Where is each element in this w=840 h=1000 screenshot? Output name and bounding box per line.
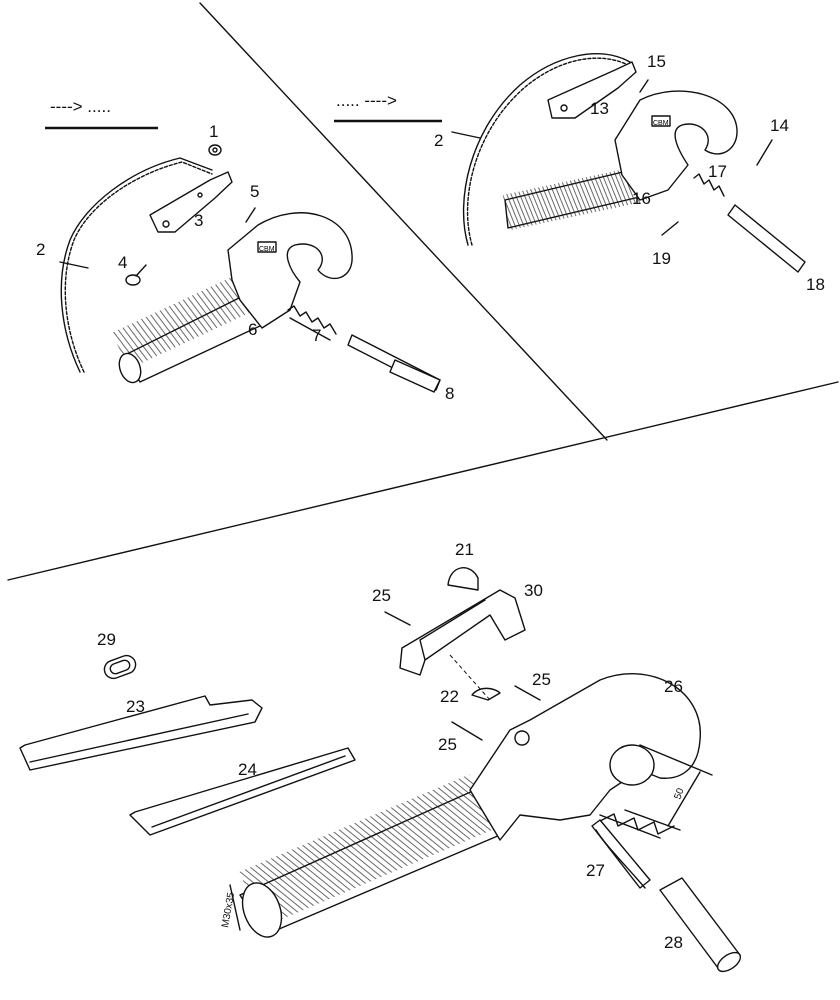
- hook-assembly-upper: CBM: [111, 212, 353, 384]
- legend-variant-b: ..... ---->: [336, 91, 397, 110]
- divider-diagonal: [199, 2, 608, 441]
- callout-21: 21: [455, 540, 474, 559]
- callout-13: 13: [590, 99, 609, 118]
- callout-3: 3: [194, 211, 203, 230]
- callout-22: 22: [440, 687, 459, 706]
- spring-clip-part: [471, 687, 501, 701]
- callout-16: 16: [632, 189, 651, 208]
- hook-assembly-lower: [239, 673, 701, 938]
- callout-2b: 2: [434, 131, 443, 150]
- pin-part-b: [639, 79, 649, 93]
- callout-2a: 2: [36, 240, 45, 259]
- spring-27-part: [591, 813, 675, 889]
- callout-14: 14: [770, 116, 789, 135]
- callout-28: 28: [664, 933, 683, 952]
- svg-text:CBM: CBM: [259, 246, 275, 253]
- dimension-marker: 50: [624, 744, 713, 831]
- release-pin-18-part: [727, 204, 806, 273]
- svg-text:M30x35: M30x35: [220, 891, 237, 928]
- callout-25a: 25: [372, 586, 391, 605]
- callout-29: 29: [97, 630, 116, 649]
- lever-bracket-part: [399, 589, 526, 676]
- chain-part-b: [451, 53, 631, 246]
- wire-bracket-24: [129, 747, 356, 836]
- svg-text:50: 50: [672, 786, 686, 801]
- spring-part: [287, 305, 337, 341]
- callout-27: 27: [586, 861, 605, 880]
- pin-part: [245, 207, 256, 223]
- svg-text:CBM: CBM: [653, 120, 669, 127]
- bolt-part: [125, 264, 147, 286]
- pin-14-part: [756, 139, 773, 166]
- spring-17-part: [693, 173, 725, 197]
- clip-19-part: [661, 221, 679, 236]
- wire-bracket-23: [19, 695, 263, 771]
- release-pin-part: [347, 334, 441, 393]
- callout-4: 4: [118, 253, 127, 272]
- pin-25b-part: [514, 685, 541, 701]
- callout-6: 6: [248, 320, 257, 339]
- callout-25b: 25: [532, 670, 551, 689]
- callout-18: 18: [806, 275, 825, 294]
- hook-assembly-upper-b: CBM: [502, 90, 738, 231]
- d-ring-part: [447, 567, 479, 591]
- callout-30: 30: [524, 581, 543, 600]
- dash-guide: [449, 654, 491, 701]
- divider-lower: [7, 381, 839, 581]
- callout-19: 19: [652, 249, 671, 268]
- callout-1: 1: [209, 122, 218, 141]
- callout-8: 8: [445, 384, 454, 403]
- callout-26: 26: [664, 677, 683, 696]
- pin-25c-part: [451, 721, 483, 741]
- bracket-part: [149, 171, 233, 233]
- callout-24: 24: [238, 760, 257, 779]
- legend-variant-a: ----> .....: [50, 97, 111, 116]
- loop-part: [103, 654, 137, 680]
- callout-25c: 25: [438, 735, 457, 754]
- pin-25a-part: [384, 611, 411, 626]
- release-pin-28-part: [659, 877, 742, 973]
- callout-23: 23: [126, 697, 145, 716]
- callout-5: 5: [250, 182, 259, 201]
- thread-spec-marker: M30x35: [220, 884, 241, 931]
- callout-7: 7: [312, 326, 321, 345]
- chain-part: [59, 157, 213, 373]
- callout-17: 17: [708, 162, 727, 181]
- callout-15: 15: [647, 52, 666, 71]
- nut-part: [208, 144, 222, 156]
- bracket-part-b: [547, 61, 637, 119]
